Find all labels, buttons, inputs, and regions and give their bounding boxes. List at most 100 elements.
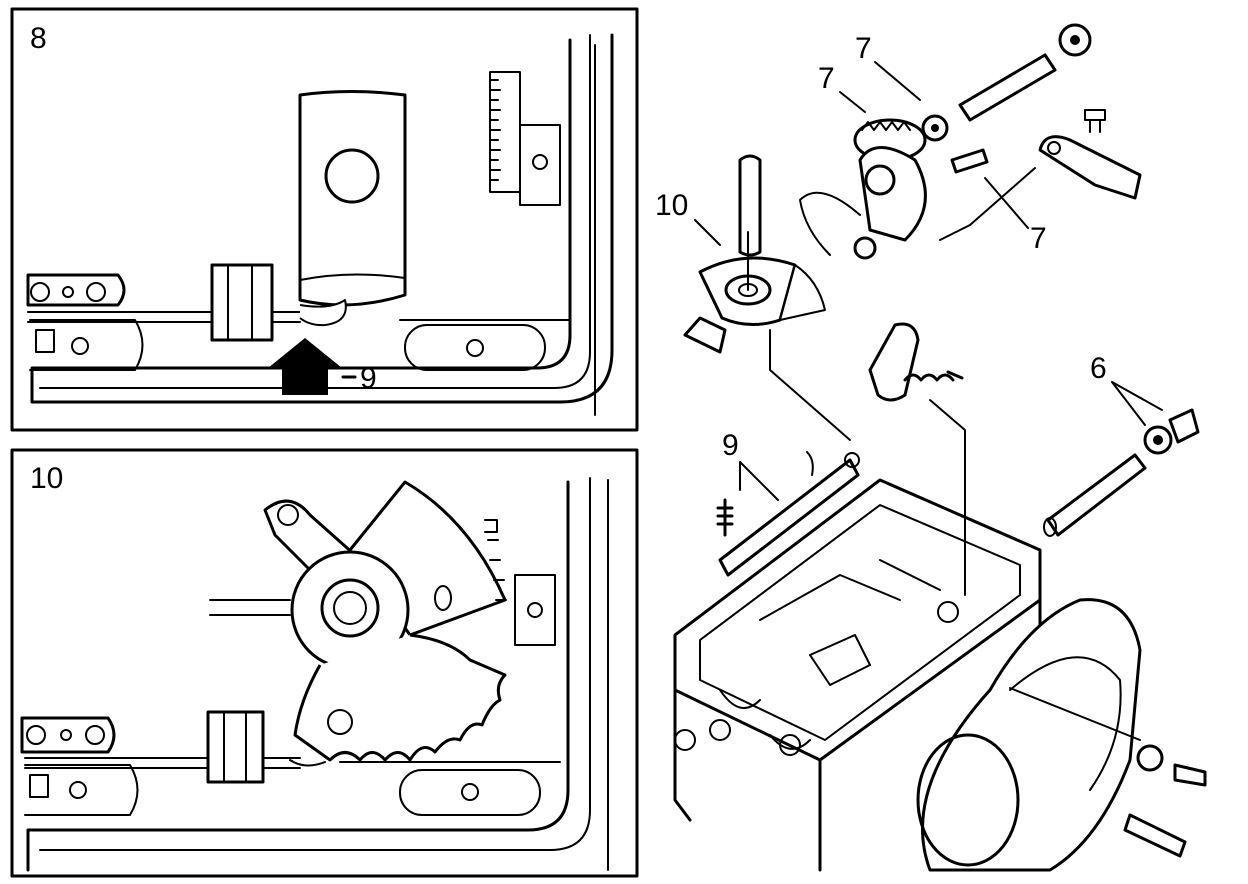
exploded-view: 7 7 7 10 6 9: [655, 23, 1207, 872]
bracket-hole: [62, 286, 74, 298]
case-rail: [30, 33, 614, 404]
callout-7-right: 7: [1030, 222, 1047, 255]
rail-hole: [69, 781, 87, 799]
gear-bracket: [519, 124, 561, 206]
housing-boss: [674, 729, 696, 751]
bearing-flange: [921, 598, 1142, 872]
housing-rim: [699, 504, 1021, 741]
bearing-bore: [916, 733, 1020, 867]
hub-bore: [333, 591, 367, 625]
shaft-end: [1043, 517, 1057, 537]
assembly-leader: [939, 167, 1036, 241]
part-7-spring: [799, 191, 861, 256]
callout-10: 10: [655, 189, 688, 222]
part-7-sector: [858, 146, 927, 242]
case-rail-inner: [39, 477, 591, 851]
housing-bosses: [719, 689, 811, 750]
lever-hole: [324, 148, 380, 204]
callout-leader: [1111, 381, 1163, 426]
part-7-pin: [950, 148, 989, 174]
panel-10-number: 10: [30, 462, 63, 495]
case-rail: [26, 480, 570, 872]
callout-leader: [739, 461, 779, 501]
panel-8-callout-9: 9: [360, 362, 377, 395]
bolt-head: [35, 329, 55, 353]
housing-boss: [937, 601, 959, 623]
panel-8-frame: [10, 7, 639, 432]
lower-pin: [1123, 813, 1187, 858]
case-rail-inner: [39, 34, 591, 389]
collar-lines: [227, 264, 253, 341]
gear-hole: [327, 709, 353, 735]
panel-10-frame: [10, 448, 639, 878]
upper-shaft: [958, 53, 1057, 122]
lever-hook: [289, 759, 326, 767]
lower-washer: [1136, 744, 1164, 772]
return-spring: [903, 373, 955, 382]
housing-boss: [779, 734, 801, 756]
gear-teeth: [489, 79, 501, 181]
sector-gear: [293, 633, 507, 762]
selector-arm: [1038, 135, 1142, 200]
upper-shaft-cap-hole: [1070, 35, 1080, 45]
bracket-hole: [30, 282, 50, 302]
nut-6: [1168, 408, 1200, 444]
panel-8: 8 9: [10, 7, 639, 432]
callout-6: 6: [1090, 352, 1107, 385]
panel-8-number: 8: [30, 22, 47, 55]
lower-bolt: [1173, 763, 1207, 787]
bracket-bolt: [527, 602, 543, 618]
callout-leader: [694, 219, 721, 246]
push-arrow-icon: [268, 338, 342, 395]
lever-hook: [299, 299, 347, 327]
assembly-leader: [929, 399, 966, 596]
oval-slot: [404, 324, 546, 371]
gear-segment: [489, 71, 521, 193]
shaft-6: [1046, 453, 1147, 537]
housing-ribs: [759, 559, 941, 621]
rod-collar: [206, 710, 265, 784]
assembly-leader: [769, 329, 851, 441]
rail-hole: [71, 337, 89, 355]
oval-slot: [399, 769, 541, 816]
lever-plate: [298, 90, 407, 307]
callout-leader: [874, 61, 921, 101]
bracket-bolt: [532, 154, 548, 170]
lever-plate-edge: [299, 273, 406, 281]
part-7-clip: [853, 236, 877, 260]
part-7-washer-hole: [931, 124, 939, 132]
lever-9-bolt: [716, 498, 734, 537]
lever-9-clip: [806, 451, 814, 476]
shift-rod: [24, 757, 561, 769]
bracket-hole: [85, 725, 105, 745]
callout-9: 9: [722, 429, 739, 462]
part-10-sector: [779, 264, 826, 321]
guide-pin: [738, 154, 762, 257]
callout-7-left: 7: [818, 62, 835, 95]
rod-collar: [210, 263, 274, 342]
lever-9: [718, 458, 860, 577]
bracket-hole: [86, 282, 106, 302]
sector-slot: [434, 585, 452, 611]
washer-hole: [1153, 435, 1163, 445]
shift-finger: [868, 322, 920, 402]
panel-10: 10: [10, 448, 639, 878]
bolt-head: [29, 774, 49, 798]
part-10-arm: [683, 316, 727, 354]
selector-arm-hole: [1047, 141, 1061, 155]
left-bracket: [26, 273, 126, 307]
callout-leader: [839, 91, 866, 113]
collar-lines: [223, 711, 247, 783]
callout-leader: [984, 177, 1029, 229]
upper-rod: [209, 599, 291, 616]
sector-teeth: [484, 519, 507, 601]
housing-boss: [709, 719, 731, 741]
left-bracket: [20, 716, 116, 754]
callout-7-top: 7: [855, 32, 872, 65]
slot-hole: [466, 339, 484, 357]
selector-bolt: [1084, 109, 1106, 133]
bolt-axis: [1009, 687, 1141, 741]
gear-bracket: [514, 574, 556, 646]
lower-rail: [29, 319, 144, 371]
